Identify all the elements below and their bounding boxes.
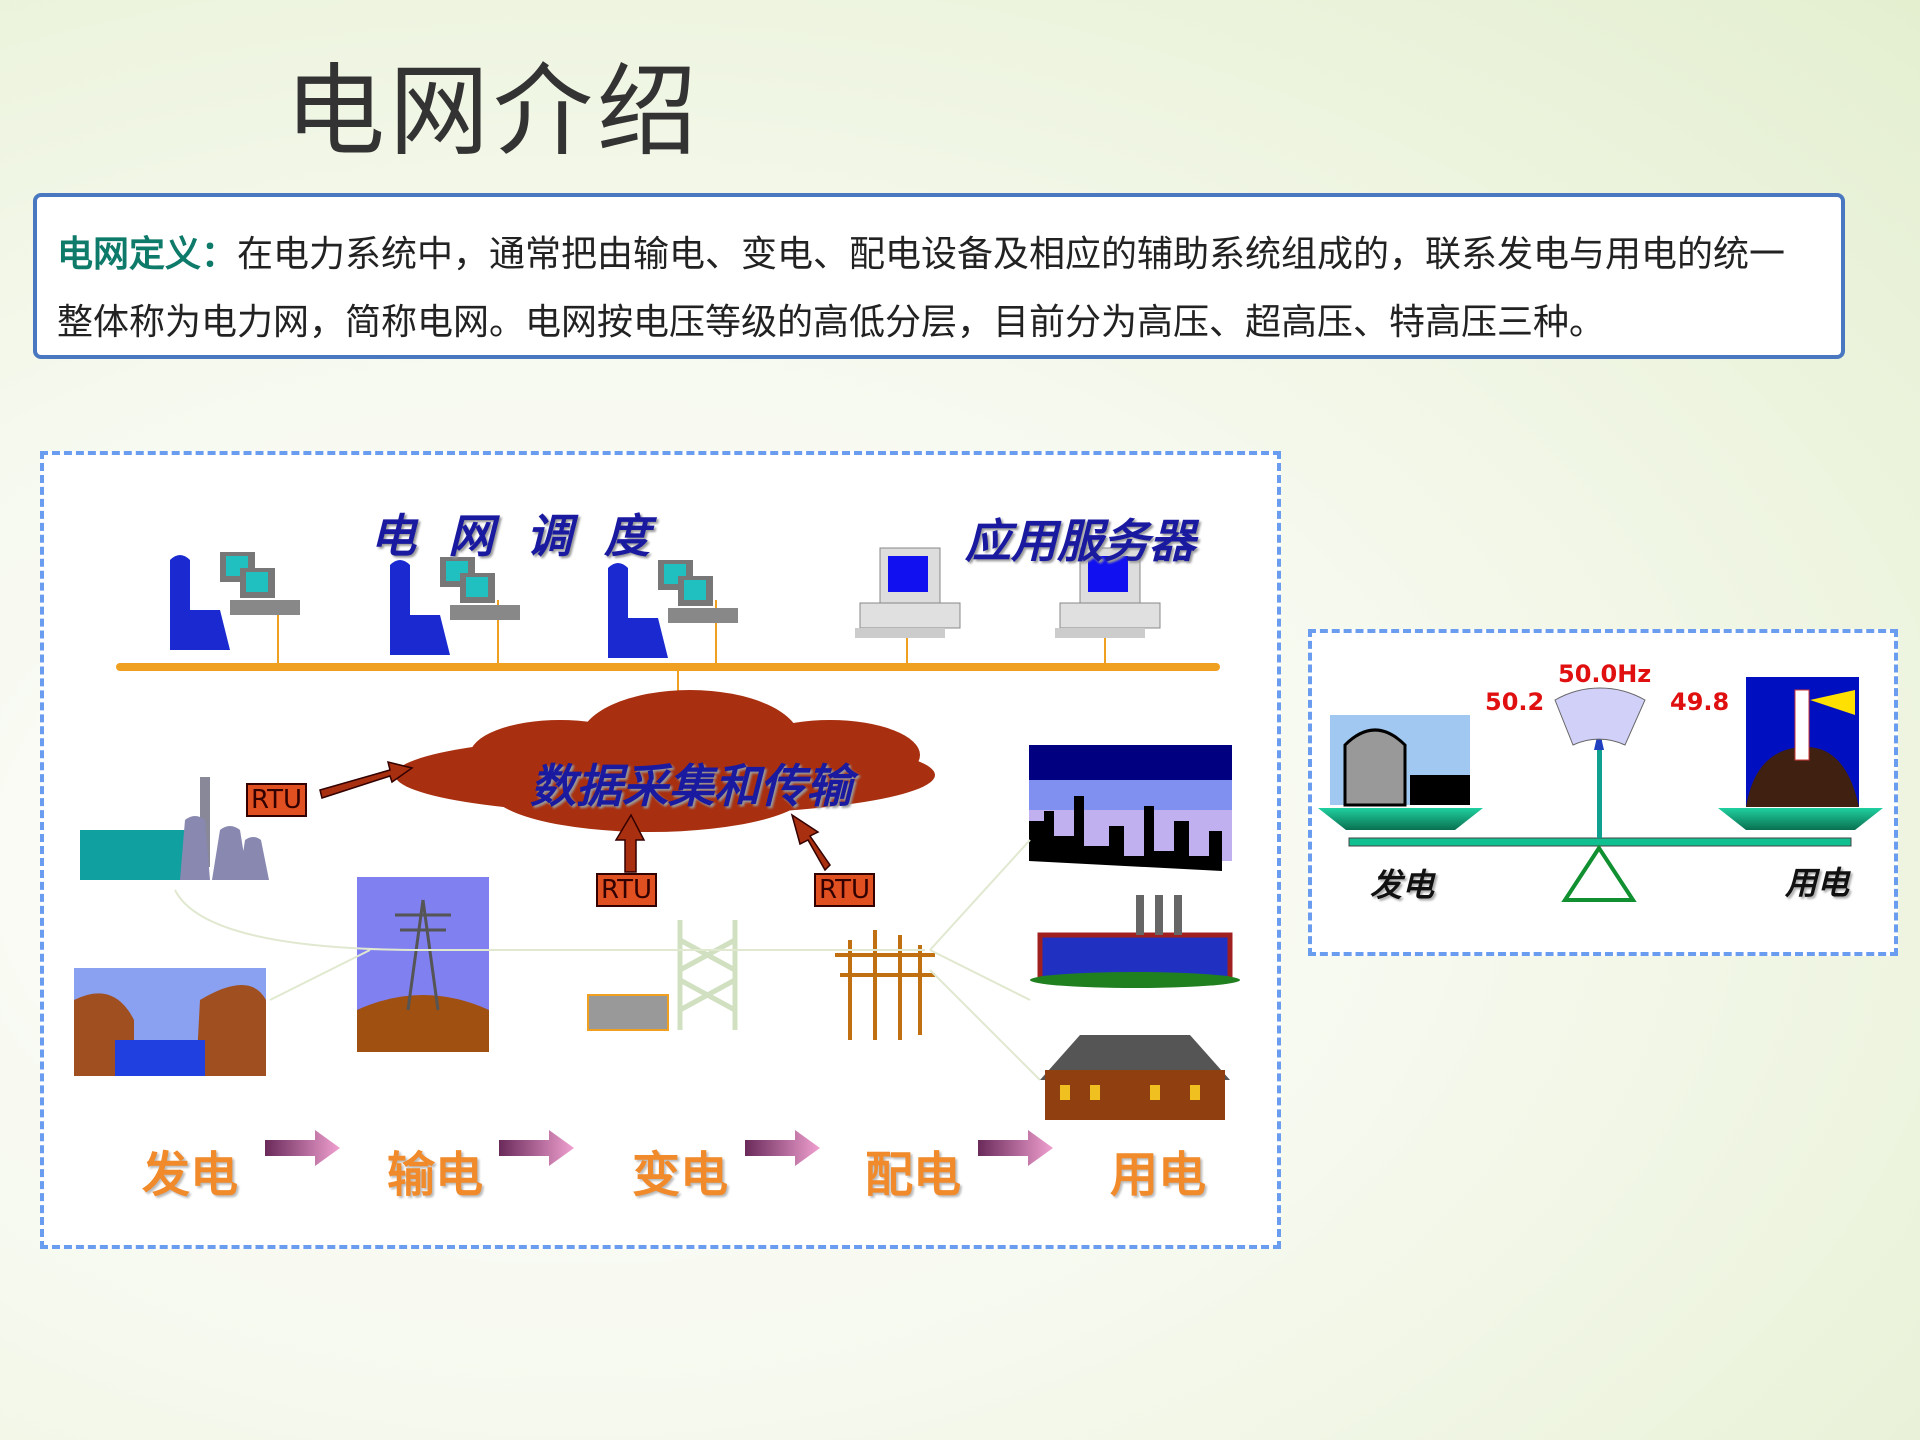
balance-consumption-label: 用电 — [1785, 864, 1850, 902]
rtu-arrows — [319, 760, 831, 873]
balance-generation-label: 发电 — [1370, 866, 1435, 904]
balance-scale — [1318, 687, 1883, 902]
dam-icon — [74, 968, 266, 1076]
frequency-left-value: 50.2 — [1485, 688, 1545, 716]
rtu-box: RTU — [596, 873, 658, 907]
substation-icon — [587, 920, 738, 1031]
rtu-box: RTU — [246, 783, 308, 817]
data-cloud-icon — [395, 690, 935, 832]
cloud-label: 数据采集和传输 — [530, 759, 852, 813]
server-computer-icon — [855, 547, 1161, 638]
definition-text: 电网定义：在电力系统中，通常把由输电、变电、配电设备及相应的辅助系统组成的，联系… — [57, 221, 1821, 357]
city-skyline-icon — [1029, 745, 1232, 871]
definition-term: 电网定义： — [57, 234, 238, 275]
stage-transmission: 输电 — [387, 1147, 484, 1203]
factory-icon — [1030, 895, 1240, 988]
dispatch-label: 电 网 调 度 — [370, 509, 659, 563]
frequency-right-value: 49.8 — [1670, 688, 1730, 716]
server-label: 应用服务器 — [965, 514, 1195, 568]
stage-distribution: 配电 — [865, 1147, 962, 1203]
distribution-poles-icon — [835, 930, 935, 1040]
power-lines — [174, 839, 1041, 1081]
stage-transformation: 变电 — [632, 1147, 729, 1203]
transmission-tower-icon — [357, 877, 489, 1052]
definition-body: 在电力系统中，通常把由输电、变电、配电设备及相应的辅助系统组成的，联系发电与用电… — [57, 234, 1786, 343]
house-icon — [1040, 1035, 1230, 1120]
lighthouse-icon — [1746, 677, 1859, 807]
stage-consumption: 用电 — [1110, 1147, 1207, 1203]
operator-workstation-icon — [170, 552, 738, 658]
power-plant-icon — [80, 777, 269, 880]
frequency-center-value: 50.0Hz — [1558, 660, 1652, 688]
generation-plant-icon — [1330, 715, 1470, 807]
page-title: 电网介绍 — [285, 53, 701, 170]
rtu-box: RTU — [814, 873, 876, 907]
stage-generation: 发电 — [142, 1147, 239, 1203]
flow-arrows — [265, 1130, 1053, 1166]
definition-box: 电网定义：在电力系统中，通常把由输电、变电、配电设备及相应的辅助系统组成的，联系… — [33, 193, 1845, 359]
